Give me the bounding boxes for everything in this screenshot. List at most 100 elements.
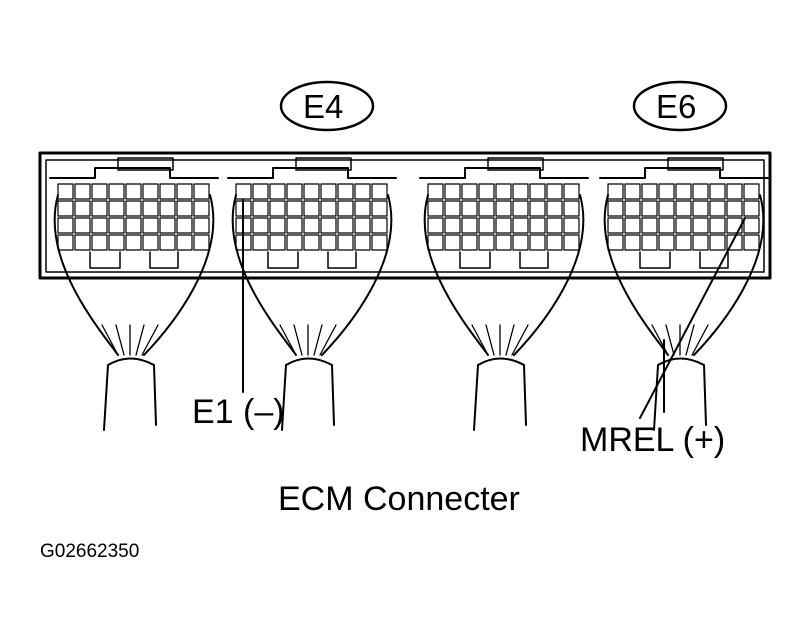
block-bottom-key	[639, 251, 671, 269]
terminal-cavity	[193, 234, 210, 251]
terminal-cavity	[726, 234, 743, 251]
terminal-cavity	[320, 183, 337, 200]
terminal-cavity	[709, 217, 726, 234]
terminal-cavity	[709, 234, 726, 251]
figure-id: G02662350	[40, 541, 140, 562]
terminal-cavity	[74, 234, 91, 251]
terminal-cavity	[74, 217, 91, 234]
block-latch	[295, 157, 352, 171]
terminal-cavity	[142, 234, 159, 251]
block-latch	[117, 157, 174, 171]
harness-wire	[115, 324, 125, 356]
terminal-cavity	[371, 183, 388, 200]
terminal-cavity	[337, 217, 354, 234]
terminal-cavity	[159, 183, 176, 200]
terminal-cavity	[641, 217, 658, 234]
terminal-cavity	[108, 234, 125, 251]
harness-sleeve	[473, 357, 527, 431]
terminal-cavity	[624, 200, 641, 217]
terminal-cavity	[478, 234, 495, 251]
terminal-cavity	[607, 200, 624, 217]
terminal-cavity	[125, 200, 142, 217]
terminal-cavity	[529, 183, 546, 200]
terminal-cavity	[91, 200, 108, 217]
terminal-cavity	[495, 200, 512, 217]
harness-wire	[279, 324, 297, 356]
terminal-cavity	[461, 217, 478, 234]
block-bottom-key	[327, 251, 357, 269]
terminal-cavity	[320, 217, 337, 234]
terminal-label-e1: E1 (–)	[192, 393, 285, 431]
terminal-cavity	[286, 234, 303, 251]
block-bottom-key	[267, 251, 299, 269]
terminal-cavity	[709, 200, 726, 217]
terminal-cavity	[427, 200, 444, 217]
terminal-cavity	[57, 183, 74, 200]
terminal-cavity	[624, 234, 641, 251]
harness-wire	[691, 324, 709, 356]
mrel-pointer-line	[639, 217, 746, 419]
terminal-cavity	[193, 217, 210, 234]
harness-sleeve	[653, 357, 707, 431]
terminal-cavity	[675, 183, 692, 200]
terminal-cavity	[658, 217, 675, 234]
terminal-cavity	[529, 234, 546, 251]
terminal-cavity	[495, 234, 512, 251]
terminal-cavity	[726, 217, 743, 234]
terminal-cavity	[337, 183, 354, 200]
terminal-cavity	[371, 234, 388, 251]
terminal-cavity	[478, 183, 495, 200]
terminal-cavity	[607, 234, 624, 251]
terminal-cavity	[320, 234, 337, 251]
block-top-edge	[599, 167, 769, 179]
terminal-cavity	[269, 217, 286, 234]
block-top-edge	[227, 167, 397, 179]
harness-outline	[603, 194, 765, 356]
harness-wire	[319, 324, 337, 356]
terminal-cavity	[303, 234, 320, 251]
block-bottom-key	[89, 251, 121, 269]
terminal-cavity	[252, 200, 269, 217]
terminal-cavity	[692, 200, 709, 217]
terminal-cavity	[74, 183, 91, 200]
harness-outline	[53, 194, 215, 356]
terminal-cavity	[91, 234, 108, 251]
terminal-cavity	[252, 234, 269, 251]
harness-wire	[101, 324, 119, 356]
terminal-label-mrel: MREL (+)	[580, 421, 726, 459]
terminal-cavity	[444, 200, 461, 217]
terminal-cavity	[193, 200, 210, 217]
terminal-cavity	[125, 183, 142, 200]
harness-wire	[141, 324, 159, 356]
connector-label-e4: E4	[303, 88, 344, 125]
terminal-cavity	[74, 200, 91, 217]
e6-oval	[632, 80, 728, 132]
terminal-cavity	[252, 217, 269, 234]
connector-label-e6: E6	[656, 88, 697, 125]
terminal-cavity	[176, 200, 193, 217]
terminal-cavity	[320, 200, 337, 217]
terminal-cavity	[354, 234, 371, 251]
harness-outline	[231, 194, 393, 356]
terminal-cavity	[125, 217, 142, 234]
terminal-cavity	[91, 217, 108, 234]
terminal-cavity	[709, 183, 726, 200]
terminal-cavity	[546, 217, 563, 234]
terminal-cavity	[303, 200, 320, 217]
terminal-cavity	[354, 200, 371, 217]
terminal-cavity	[354, 183, 371, 200]
terminal-cavity	[444, 217, 461, 234]
harness-wire	[293, 324, 303, 356]
terminal-cavity	[641, 200, 658, 217]
terminal-cavity	[607, 183, 624, 200]
terminal-cavity	[354, 217, 371, 234]
terminal-cavity	[726, 200, 743, 217]
terminal-cavity	[269, 183, 286, 200]
harness-sleeve	[281, 357, 335, 431]
block-bottom-key	[149, 251, 179, 269]
terminal-cavity	[512, 183, 529, 200]
terminal-cavity	[495, 183, 512, 200]
terminal-cavity	[108, 217, 125, 234]
e4-oval	[279, 80, 375, 132]
